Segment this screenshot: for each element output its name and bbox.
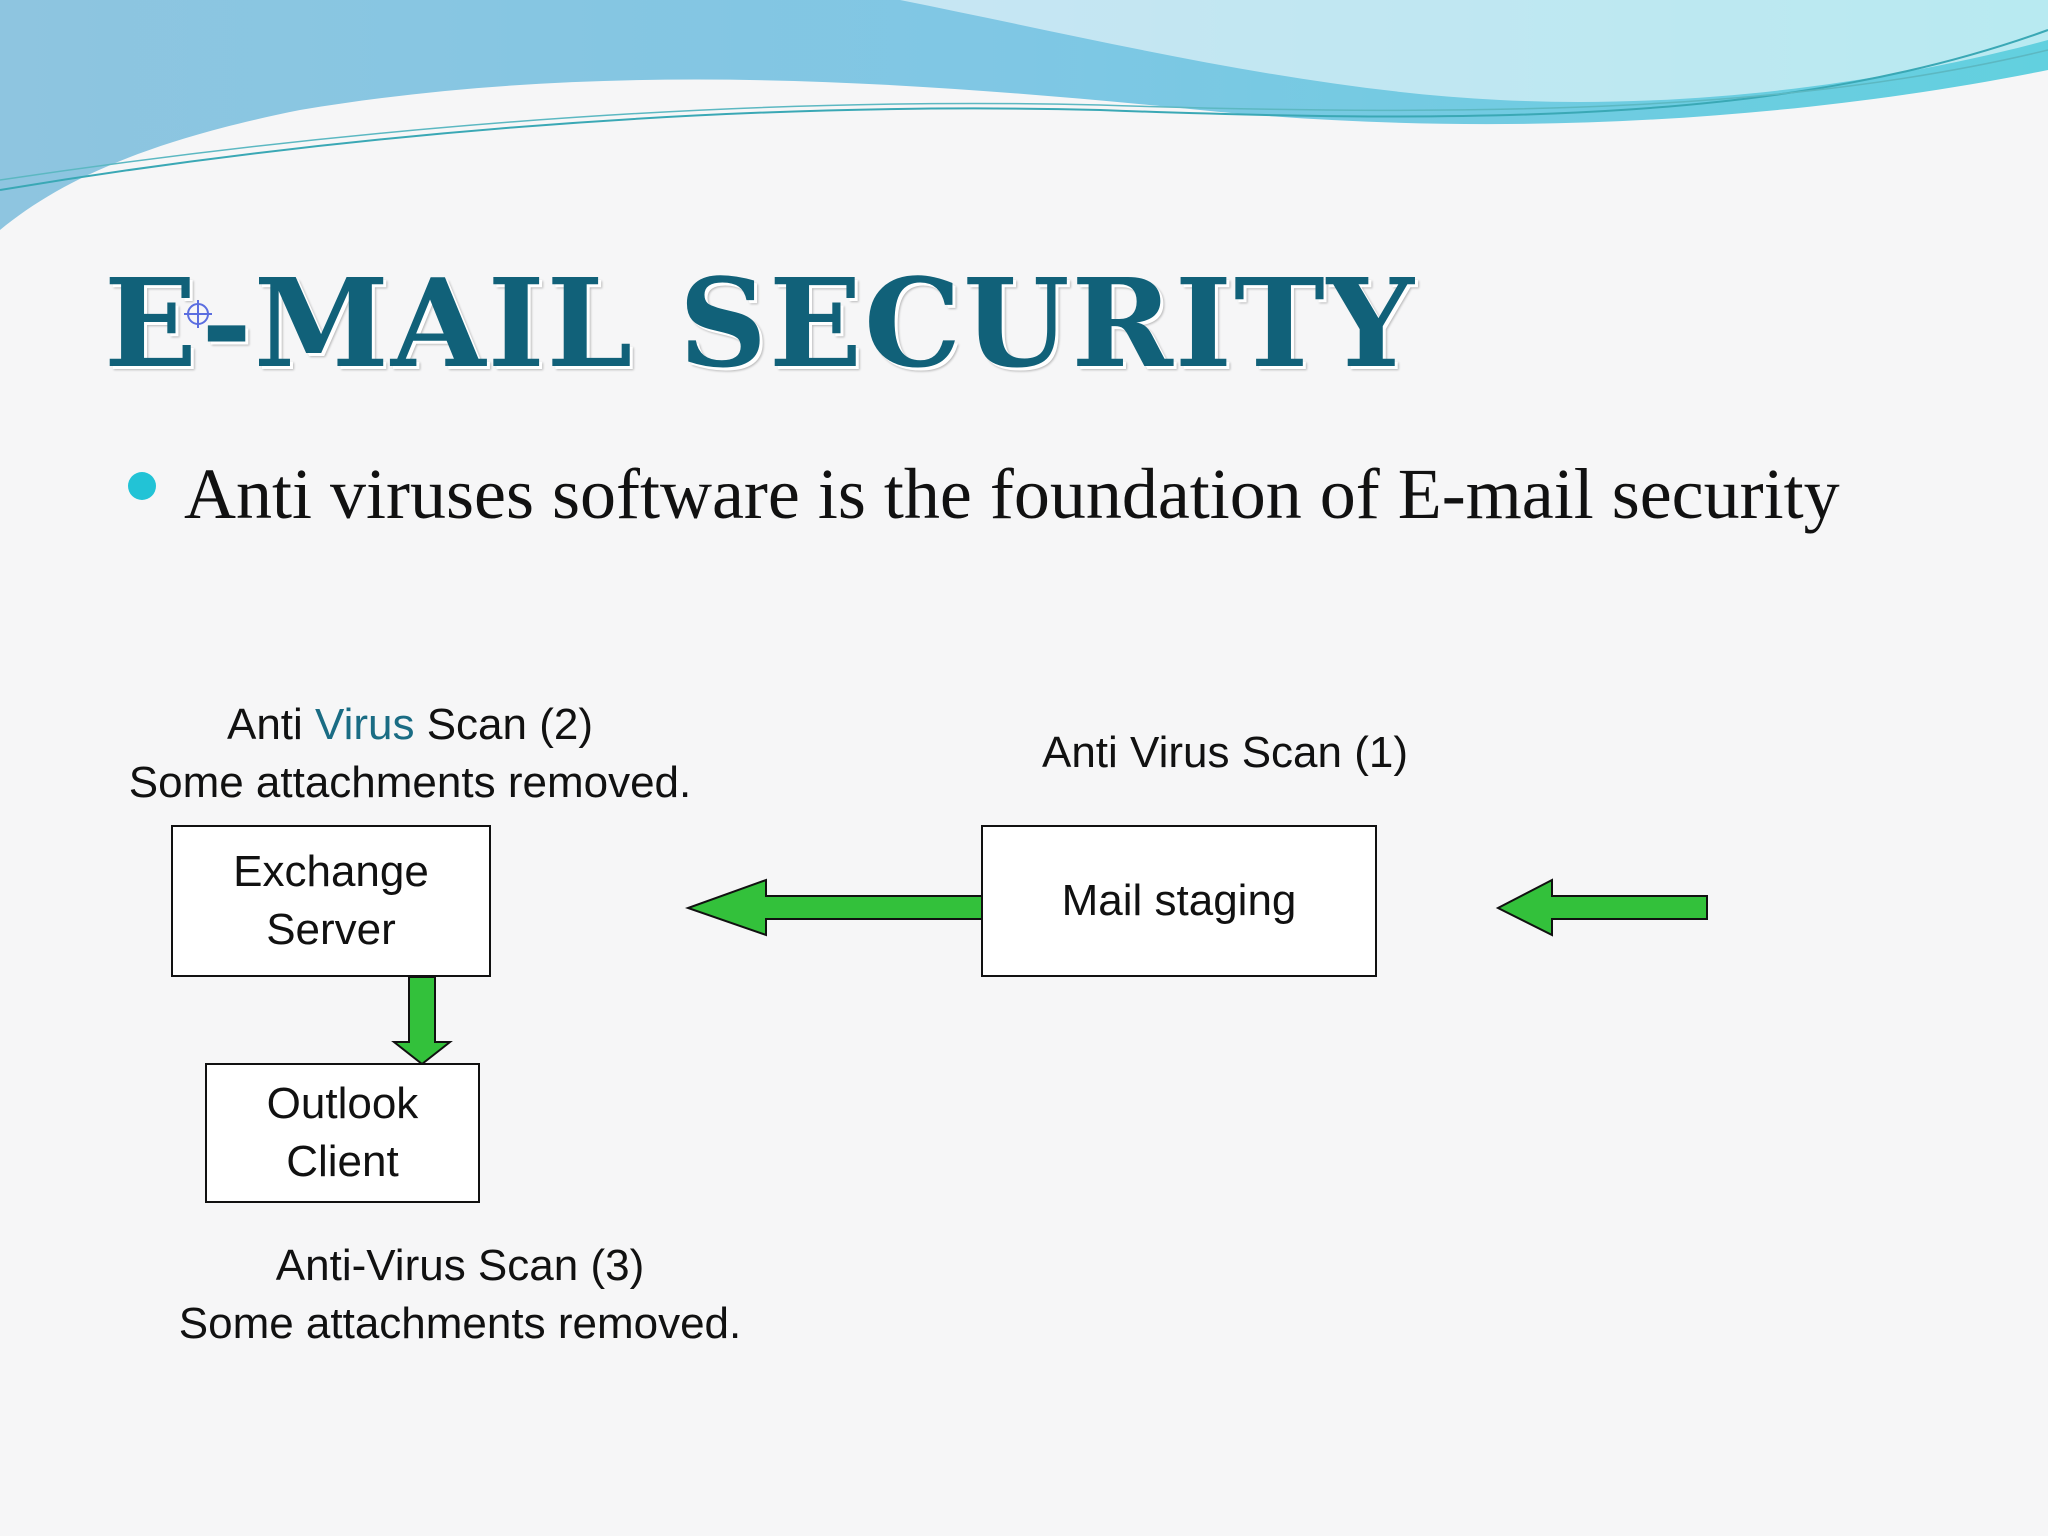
- bullet-text: Anti viruses software is the foundation …: [184, 454, 1840, 534]
- bullet-point-icon: [128, 472, 156, 500]
- outlook-line1: Outlook: [266, 1079, 419, 1128]
- outlook-line2: Client: [286, 1137, 399, 1186]
- scan2-virus-highlight: Virus: [315, 700, 415, 749]
- slide-title: E-mail Security: [104, 251, 1416, 395]
- exchange-server-node: Exchange Server: [171, 825, 491, 977]
- arrow-exchange-to-outlook: [391, 976, 453, 1066]
- exchange-line2: Server: [266, 905, 396, 954]
- exchange-line1: Exchange: [233, 847, 429, 896]
- scan3-line2: Some attachments removed.: [178, 1299, 742, 1348]
- arrow-staging-to-exchange: [684, 878, 984, 937]
- crosshair-icon: [184, 300, 212, 328]
- scan2-label: Anti Virus Scan (2) Some attachments rem…: [100, 696, 720, 812]
- mail-staging-label: Mail staging: [1061, 876, 1297, 925]
- scan3-line1: Anti-Virus Scan (3): [275, 1241, 645, 1290]
- arrow-incoming-mail: [1495, 878, 1708, 937]
- scan3-label: Anti-Virus Scan (3) Some attachments rem…: [140, 1237, 780, 1353]
- scan1-label: Anti Virus Scan (1): [1041, 728, 1408, 777]
- mail-staging-node: Mail staging: [981, 825, 1377, 977]
- outlook-client-node: Outlook Client: [205, 1063, 480, 1203]
- scan2-line2: Some attachments removed.: [128, 758, 692, 807]
- scan2-line1: Anti Virus Scan (2): [226, 700, 593, 749]
- header-wave-decoration: [0, 0, 2048, 230]
